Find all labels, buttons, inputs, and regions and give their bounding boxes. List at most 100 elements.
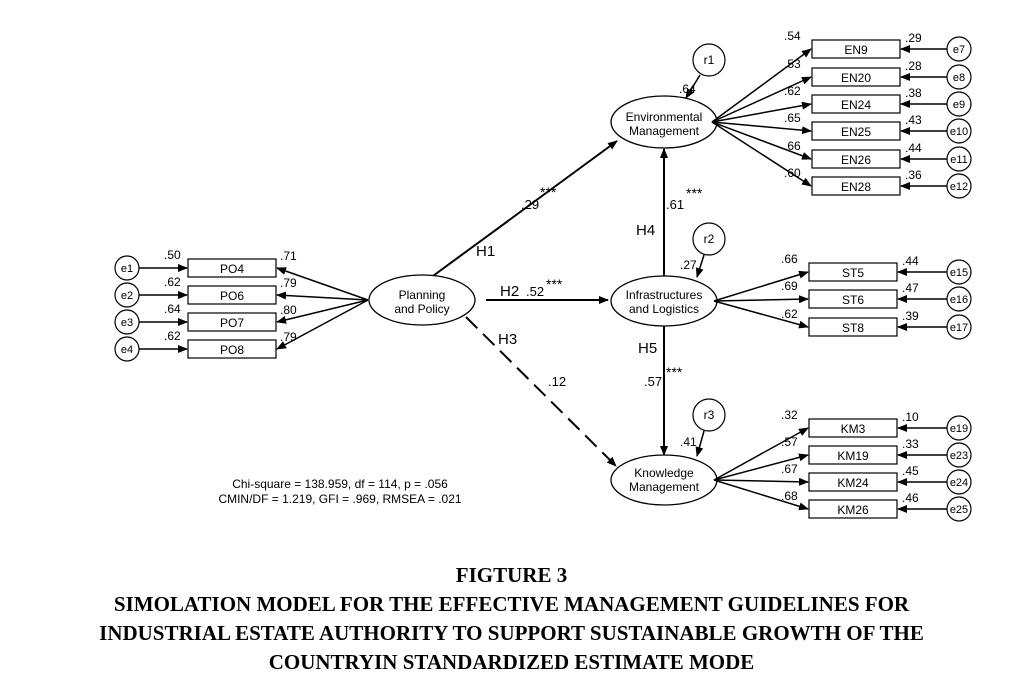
factor-loading: .57 (781, 435, 798, 449)
factor-loading: .68 (781, 489, 798, 503)
factor-loading: .32 (781, 408, 798, 422)
indicator-po7: PO7 e3 .64 .80 (114, 299, 369, 335)
h3-coef: .12 (548, 374, 566, 389)
error-term-label: e8 (953, 72, 965, 84)
indicator-st5: ST5 e15 .44 .66 (713, 252, 972, 302)
r2-env: .64 (679, 82, 696, 96)
error-variance: .64 (164, 302, 181, 316)
h2-coef: .52 (526, 284, 544, 299)
error-term-label: e1 (121, 263, 133, 275)
indicator-label: PO7 (220, 316, 244, 330)
error-variance: .43 (905, 113, 922, 127)
figure-caption-line-2: INDUSTRIAL ESTATE AUTHORITY TO SUPPORT S… (99, 621, 924, 645)
indicator-km26: KM26 e25 .46 .68 (713, 479, 972, 522)
indicator-en25: EN25 e10 .43 .65 (711, 111, 972, 144)
error-variance: .62 (164, 329, 181, 343)
construct-planning-line2: and Policy (394, 302, 449, 316)
path-h1 (421, 140, 618, 285)
disturbance-r1: r1 .64 (679, 43, 726, 99)
indicator-label: EN20 (841, 71, 871, 85)
indicator-label: ST6 (842, 293, 864, 307)
path-labels: H1 .29 *** H2 .52 *** H3 .12 H4 .61 *** … (476, 184, 703, 389)
h5-label: H5 (638, 340, 657, 357)
indicator-label: KM19 (837, 449, 869, 463)
indicator-label: EN28 (841, 180, 871, 194)
factor-loading: .67 (781, 462, 798, 476)
sem-path-diagram: H1 .29 *** H2 .52 *** H3 .12 H4 .61 *** … (114, 29, 972, 522)
factor-loading: .79 (280, 276, 297, 290)
indicator-label: KM26 (837, 503, 869, 517)
h2-label: H2 (500, 283, 519, 300)
structural-paths (421, 140, 668, 467)
error-variance: .28 (905, 59, 922, 73)
construct-know-line1: Knowledge (634, 466, 694, 480)
error-term-label: e23 (950, 450, 968, 462)
factor-loading: .66 (781, 252, 798, 266)
construct-infra-line2: and Logistics (629, 302, 699, 316)
construct-know-line2: Management (629, 480, 700, 494)
indicator-label: PO8 (220, 343, 244, 357)
error-variance: .36 (905, 168, 922, 182)
indicator-label: EN25 (841, 125, 871, 139)
figure-number: FIGTURE 3 (455, 563, 568, 587)
factor-loading: .62 (784, 84, 801, 98)
indicator-label: KM3 (841, 422, 866, 436)
h3-label: H3 (498, 331, 517, 348)
factor-loading: .53 (784, 57, 801, 71)
construct-environmental-management: Environmental Management (610, 95, 718, 149)
error-variance: .29 (905, 31, 922, 45)
indicator-label: EN24 (841, 98, 871, 112)
error-variance: .45 (902, 464, 919, 478)
indicator-label: KM24 (837, 476, 869, 490)
disturbance-r3-label: r3 (704, 408, 715, 422)
indicator-en28: EN28 e12 .36 .60 (711, 121, 972, 199)
error-term-label: e11 (950, 154, 968, 166)
error-term-label: e2 (121, 290, 133, 302)
error-variance: .62 (164, 275, 181, 289)
fit-line-1: Chi-square = 138.959, df = 114, p = .056 (232, 477, 448, 491)
figure-caption-line-3: COUNTRYIN STANDARDIZED ESTIMATE MODE (268, 650, 755, 674)
h4-coef: .61 (666, 197, 684, 212)
factor-loading: .62 (781, 307, 798, 321)
error-term-label: e25 (950, 504, 968, 516)
r2-know: .41 (680, 435, 697, 449)
indicator-km19: KM19 e23 .33 .57 (713, 435, 972, 481)
construct-env-line1: Environmental (626, 110, 703, 124)
error-variance: .33 (902, 437, 919, 451)
construct-infra-line1: Infrastructures (626, 288, 703, 302)
factor-loading: .60 (784, 166, 801, 180)
error-term-label: e16 (950, 294, 968, 306)
error-term-label: e12 (950, 181, 968, 193)
disturbance-r3: r3 .41 (680, 398, 726, 457)
construct-env-line2: Management (629, 124, 700, 138)
error-variance: .44 (902, 254, 919, 268)
error-term-label: e10 (950, 126, 968, 138)
h5-sig: *** (666, 364, 683, 380)
disturbance-r1-label: r1 (704, 53, 715, 67)
fit-line-2: CMIN/DF = 1.219, GFI = .969, RMSEA = .02… (218, 492, 461, 506)
error-variance: .44 (905, 141, 922, 155)
h5-coef: .57 (644, 374, 662, 389)
indicator-label: ST5 (842, 266, 864, 280)
error-term-label: e24 (950, 477, 968, 489)
factor-loading: .65 (784, 111, 801, 125)
h1-coef: .29 (521, 197, 539, 212)
h1-sig: *** (540, 184, 557, 200)
error-term-label: e9 (953, 99, 965, 111)
error-term-label: e3 (121, 317, 133, 329)
construct-planning-and-policy: Planning and Policy (368, 274, 476, 326)
h1-label: H1 (476, 243, 495, 260)
error-term-label: e19 (950, 423, 968, 435)
h4-sig: *** (686, 185, 703, 201)
error-variance: .47 (902, 281, 919, 295)
factor-loading: .80 (280, 303, 297, 317)
model-fit-statistics: Chi-square = 138.959, df = 114, p = .056… (218, 477, 461, 506)
error-term-label: e15 (950, 267, 968, 279)
error-variance: .46 (902, 491, 919, 505)
path-h3 (465, 316, 617, 467)
